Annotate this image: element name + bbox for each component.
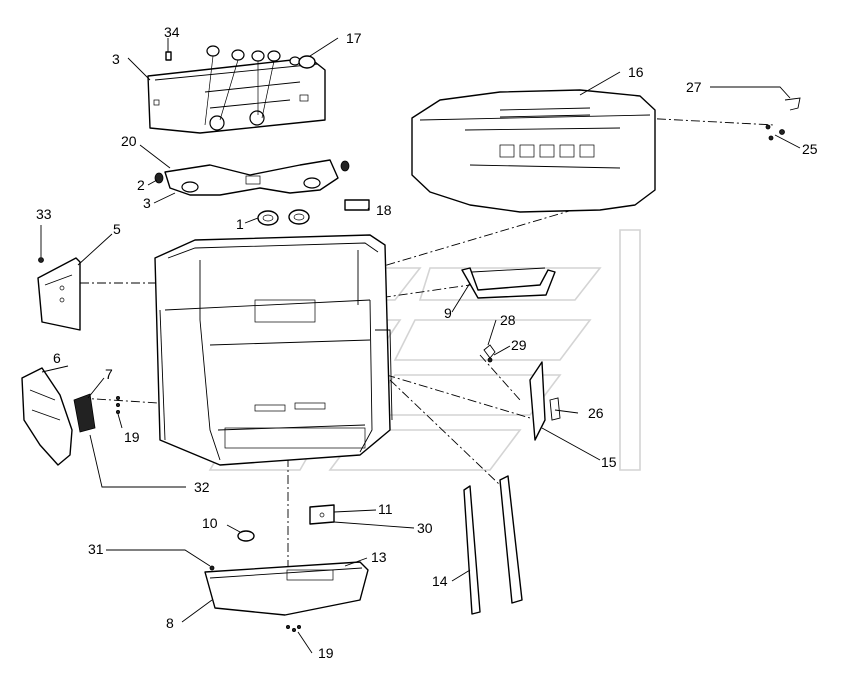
label-5: 5 [113,221,121,237]
part-19-fasteners [116,395,301,633]
callout-labels: 34 17 3 16 27 20 25 2 3 18 33 1 5 9 28 2… [36,24,818,661]
part-28-29-clip [483,344,496,363]
label-26: 26 [588,405,604,421]
part-4-upper-panel [147,57,326,134]
label-13: 13 [371,549,387,565]
cab-frame [154,234,393,466]
label-16: 16 [628,64,644,80]
label-15: 15 [601,454,617,470]
label-7: 7 [105,366,113,382]
label-6: 6 [53,350,61,366]
label-14: 14 [432,573,448,589]
part-34-bolt [165,51,172,61]
part-7-grille [73,393,96,433]
label-17: 17 [346,30,362,46]
label-34: 34 [164,24,180,40]
label-25: 25 [802,141,818,157]
label-10: 10 [202,515,218,531]
part-8-lower-panel [204,561,369,616]
label-30: 30 [417,520,433,536]
label-20: 20 [121,133,137,149]
label-31: 31 [88,541,104,557]
label-27: 27 [686,79,702,95]
label-2: 2 [137,177,145,193]
label-19b: 19 [318,645,334,661]
label-4: 3 [112,51,120,67]
part-18-box [344,199,370,211]
part-27-fitting [765,97,801,141]
label-32: 32 [194,479,210,495]
label-11: 11 [378,501,393,517]
label-29: 29 [511,337,527,353]
part-10-cup [237,530,255,542]
leader-lines [40,37,801,654]
label-8: 8 [166,615,174,631]
part-20-bracket [154,159,350,196]
part-9-bracket [461,267,556,299]
plugs-row [204,45,316,126]
part-14-trims [463,475,523,615]
label-28: 28 [500,312,516,328]
part-1-speakers [257,209,310,226]
part-6-door [21,367,73,466]
label-1: 1 [236,216,244,232]
part-15-glass [529,361,561,441]
label-19a: 19 [124,429,140,445]
part-11-box [309,504,335,525]
label-9: 9 [444,305,452,321]
part-16-roof [411,89,656,213]
label-18: 18 [376,202,392,218]
part-5-side-panel [37,257,81,331]
label-33: 33 [36,206,52,222]
label-3: 3 [143,195,151,211]
